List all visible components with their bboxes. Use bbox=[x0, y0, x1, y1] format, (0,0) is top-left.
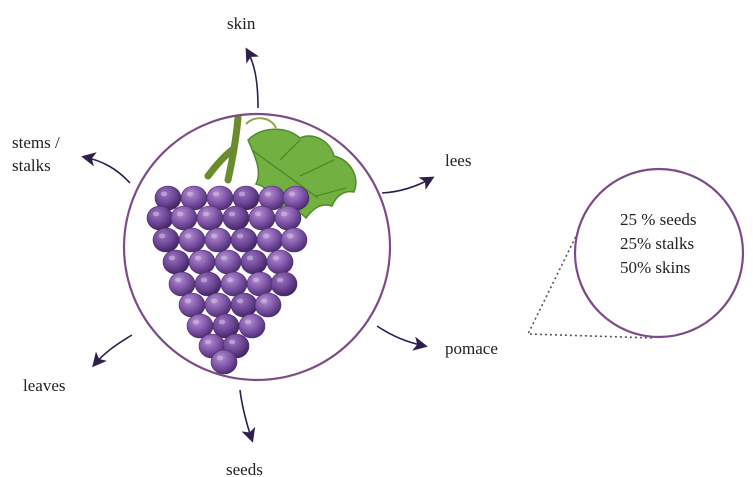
grape-berry-highlight bbox=[237, 234, 243, 239]
grape-berry bbox=[179, 228, 205, 252]
grape-berry bbox=[271, 272, 297, 296]
label-leaves: leaves bbox=[23, 375, 65, 397]
grape-illustration bbox=[124, 114, 390, 380]
grape-berry-highlight bbox=[255, 212, 261, 217]
grape-berry bbox=[197, 206, 223, 230]
grape-berry bbox=[247, 272, 273, 296]
grape-berry bbox=[189, 250, 215, 274]
label-skin: skin bbox=[227, 13, 255, 35]
grape-berry bbox=[267, 250, 293, 274]
grape-berry-highlight bbox=[211, 234, 217, 239]
grape-berry-highlight bbox=[277, 278, 283, 283]
arrow-pomace bbox=[377, 326, 425, 346]
grape-stem bbox=[208, 118, 238, 180]
grape-berry-highlight bbox=[159, 234, 165, 239]
grape-berry-highlight bbox=[177, 212, 183, 217]
label-stems-stalks: stems / stalks bbox=[12, 131, 60, 177]
grape-berry-highlight bbox=[201, 278, 207, 283]
grape-berry-highlight bbox=[193, 320, 199, 325]
grape-berry-highlight bbox=[281, 212, 287, 217]
grape-berry-highlight bbox=[237, 299, 243, 304]
grape-berry bbox=[179, 293, 205, 317]
grape-berry-highlight bbox=[175, 278, 181, 283]
grape-berry bbox=[147, 206, 173, 230]
grape-berry-highlight bbox=[265, 192, 271, 197]
grape-berry bbox=[231, 293, 257, 317]
label-stems-line1: stems / bbox=[12, 131, 60, 154]
grape-berry-highlight bbox=[213, 192, 219, 197]
grape-berry-highlight bbox=[217, 356, 223, 361]
grape-berry bbox=[275, 206, 301, 230]
grape-berry bbox=[215, 250, 241, 274]
grape-berry bbox=[163, 250, 189, 274]
arrow-seeds bbox=[240, 390, 252, 440]
grape-berry-highlight bbox=[253, 278, 259, 283]
grape-berry-highlight bbox=[219, 320, 225, 325]
label-lees: lees bbox=[445, 150, 471, 172]
label-pomace: pomace bbox=[445, 338, 498, 360]
grape-berry bbox=[205, 293, 231, 317]
grape-berry-highlight bbox=[261, 299, 267, 304]
grape-berry bbox=[171, 206, 197, 230]
grape-berry-highlight bbox=[273, 256, 279, 261]
grape-berry-highlight bbox=[227, 278, 233, 283]
grape-berry-highlight bbox=[239, 192, 245, 197]
grape-berry bbox=[153, 228, 179, 252]
arrow-leaves bbox=[94, 335, 132, 365]
grape-berry-highlight bbox=[161, 192, 167, 197]
grape-berry-highlight bbox=[169, 256, 175, 261]
grape-berry-highlight bbox=[153, 212, 159, 217]
composition-stalks: 25% stalks bbox=[620, 232, 696, 256]
grape-berry-highlight bbox=[185, 234, 191, 239]
grape-berry-highlight bbox=[229, 340, 235, 345]
grape-berry bbox=[241, 250, 267, 274]
pomace-composition-list: 25 % seeds 25% stalks 50% skins bbox=[620, 208, 696, 280]
grape-berry-highlight bbox=[245, 320, 251, 325]
grape-berry bbox=[211, 350, 237, 374]
grape-berry bbox=[249, 206, 275, 230]
grape-berry-highlight bbox=[185, 299, 191, 304]
grape-berry-highlight bbox=[263, 234, 269, 239]
grape-berries bbox=[147, 186, 309, 374]
grape-berry-highlight bbox=[211, 299, 217, 304]
grape-berry-highlight bbox=[247, 256, 253, 261]
arrow-stems bbox=[84, 157, 130, 183]
grape-berry-highlight bbox=[289, 192, 295, 197]
composition-skins: 50% skins bbox=[620, 256, 696, 280]
grape-berry bbox=[257, 228, 283, 252]
grape-berry-highlight bbox=[203, 212, 209, 217]
arrow-lees bbox=[382, 178, 432, 193]
composition-seeds: 25 % seeds bbox=[620, 208, 696, 232]
grape-berry bbox=[281, 228, 307, 252]
label-seeds: seeds bbox=[226, 459, 263, 477]
grape-berry bbox=[195, 272, 221, 296]
grape-berry bbox=[255, 293, 281, 317]
grape-berry bbox=[221, 272, 247, 296]
arrow-skin bbox=[247, 50, 258, 108]
label-stems-line2: stalks bbox=[12, 154, 60, 177]
grape-berry bbox=[231, 228, 257, 252]
grape-berry-highlight bbox=[287, 234, 293, 239]
grape-berry-highlight bbox=[195, 256, 201, 261]
grape-berry bbox=[223, 206, 249, 230]
grape-berry-highlight bbox=[229, 212, 235, 217]
grape-berry bbox=[169, 272, 195, 296]
grape-berry-highlight bbox=[221, 256, 227, 261]
grape-berry bbox=[239, 314, 265, 338]
grape-berry-highlight bbox=[205, 340, 211, 345]
grape-berry bbox=[205, 228, 231, 252]
grape-berry-highlight bbox=[187, 192, 193, 197]
